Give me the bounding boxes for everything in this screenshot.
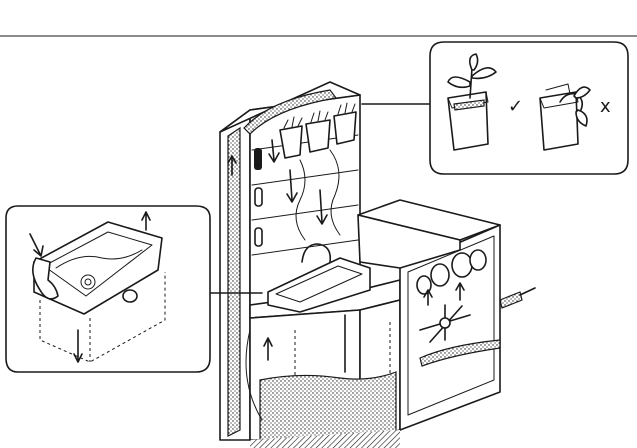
floor-hatch [250, 430, 400, 448]
down-arrow-icon [29, 233, 44, 257]
basin-support-outline [39, 272, 166, 363]
plant-sprout [337, 102, 356, 115]
dishwasher-window [407, 235, 495, 416]
pot-wilted [539, 91, 579, 151]
spray-hub [439, 317, 451, 329]
top-pipe [243, 89, 338, 135]
down-arrow-icon [286, 169, 298, 203]
tower-slot [254, 148, 262, 170]
up-arrow-icon [455, 282, 465, 301]
down-arrow-icon [73, 329, 83, 363]
callout-left [5, 205, 263, 373]
hand [32, 257, 59, 300]
plate [451, 252, 473, 278]
detail-water [55, 249, 143, 269]
dishwasher-unit [357, 199, 536, 431]
up-arrow-icon [227, 155, 237, 176]
drain-hose [419, 339, 501, 367]
sink-basin-inner [275, 265, 363, 303]
bad-mark: x [600, 96, 611, 117]
planter-tower [219, 81, 361, 441]
plant-pot [333, 111, 357, 145]
plant-leaf [468, 53, 479, 71]
up-arrow-icon [263, 337, 273, 361]
plate [469, 249, 487, 271]
faucet [301, 243, 332, 263]
tower-pipe-channel [227, 126, 241, 437]
sink-counter [245, 243, 401, 441]
pot-flap [545, 83, 571, 95]
drain-swirl [84, 278, 92, 286]
plant-leaf [471, 67, 497, 80]
plant-pot [305, 119, 331, 153]
wilted-leaf [573, 86, 591, 99]
detail-basin [33, 221, 163, 315]
up-arrow-icon [423, 289, 433, 306]
down-arrow-icon [316, 189, 328, 225]
down-arrow-icon [268, 139, 280, 163]
tower-slot [254, 227, 263, 247]
plate [430, 263, 450, 287]
pump-tube [245, 329, 263, 421]
plant-sprout [310, 110, 329, 123]
inlet-arrow-icon [519, 287, 536, 296]
pot-soil [453, 99, 485, 111]
shelf-line [251, 204, 359, 221]
drain-knob [122, 289, 138, 303]
shelf-line [251, 239, 359, 256]
detail-basin-inner [43, 231, 153, 297]
up-arrow-icon [141, 211, 151, 231]
plant-sprout [283, 116, 303, 129]
drain-swirl [80, 274, 96, 290]
sink-basin [267, 257, 371, 313]
water-trail [295, 159, 306, 241]
wilted-leaf [575, 109, 588, 127]
good-mark: ✓ [508, 96, 523, 117]
tower-slot [254, 187, 263, 207]
inlet-pipe [499, 291, 523, 309]
plant-pot [279, 125, 303, 159]
water-reservoir [259, 371, 397, 441]
callout-top-right: ✓ x [361, 41, 629, 175]
dishwasher-ledge [357, 214, 461, 269]
water-trail [329, 149, 341, 236]
plant-stem [469, 67, 473, 99]
plant-leaf [447, 76, 471, 89]
